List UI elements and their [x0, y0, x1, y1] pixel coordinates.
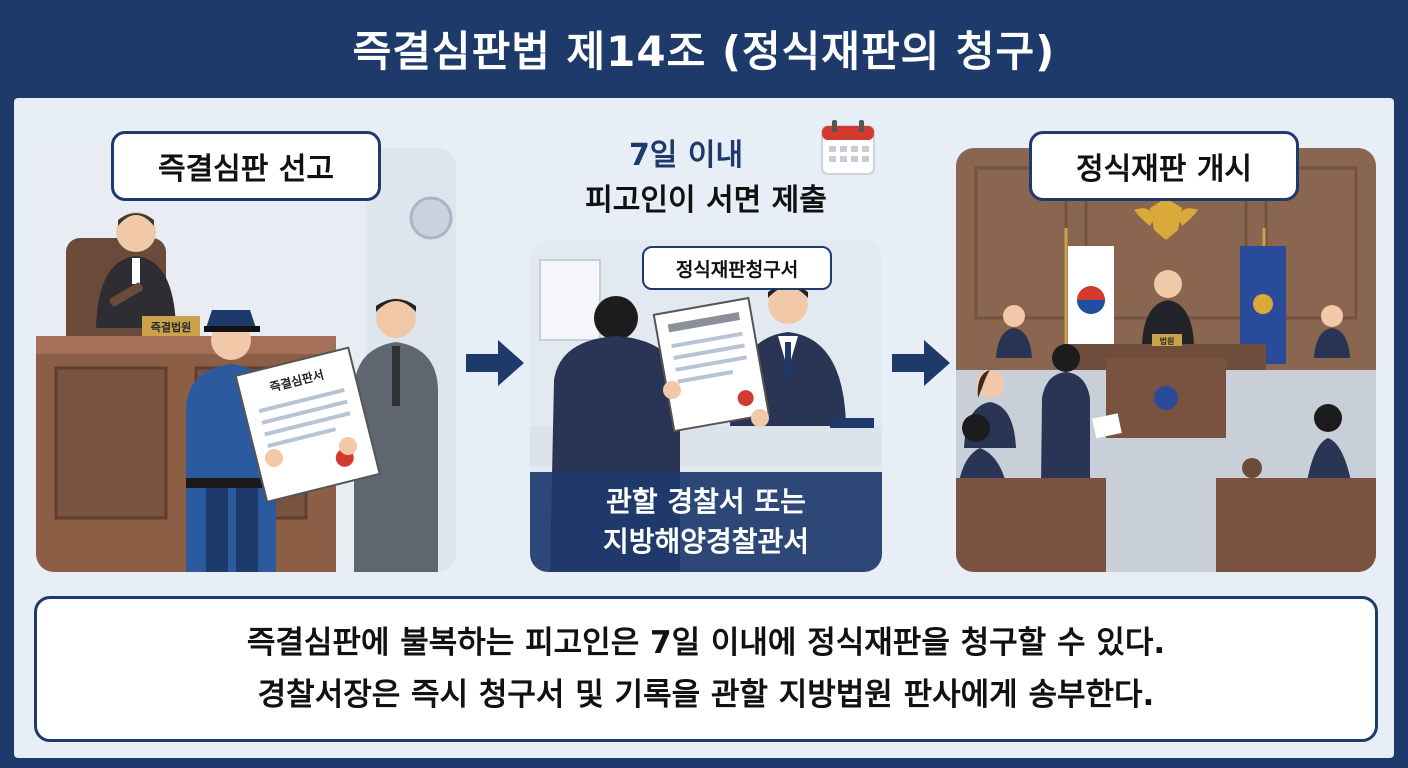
- step-1-label: 즉결심판 선고: [111, 131, 381, 201]
- arrow-right-icon: [466, 340, 524, 386]
- page-title: 즉결심판법 제14조 (정식재판의 청구): [352, 26, 1056, 76]
- request-form-label: 정식재판청구서: [642, 246, 832, 290]
- office-line-2: 지방해양경찰관서: [602, 525, 810, 558]
- police-office-box: 관할 경찰서 또는 지방해양경찰관서: [530, 472, 882, 572]
- police-emblem-icon: [1134, 198, 1198, 240]
- caption-line-1: 즉결심판에 불복하는 피고인은 7일 이내에 정식재판을 청구할 수 있다.: [246, 625, 1166, 661]
- summary-caption: 즉결심판에 불복하는 피고인은 7일 이내에 정식재판을 청구할 수 있다. 경…: [34, 596, 1378, 742]
- formal-trial-illustration: 법원: [956, 148, 1376, 572]
- arrow-right-icon: [892, 340, 950, 386]
- content-area: 즉결법원 즉결심판서: [14, 98, 1394, 758]
- office-line-1: 관할 경찰서 또는: [606, 485, 806, 518]
- step-2-heading: 7일 이내 피고인이 서면 제출: [530, 134, 882, 224]
- courtroom-nameplate-text: 법원: [1160, 336, 1175, 346]
- caption-line-2: 경찰서장은 즉시 청구서 및 기록을 관할 지방법원 판사에게 송부한다.: [257, 677, 1155, 713]
- summary-trial-illustration: 즉결법원 즉결심판서: [36, 148, 456, 572]
- step-3-label: 정식재판 개시: [1029, 131, 1299, 201]
- calendar-icon: [821, 120, 875, 175]
- submission-text: 피고인이 서면 제출: [585, 183, 827, 218]
- deadline-text: 7일 이내: [628, 138, 744, 173]
- nameplate-text: 즉결법원: [151, 320, 191, 334]
